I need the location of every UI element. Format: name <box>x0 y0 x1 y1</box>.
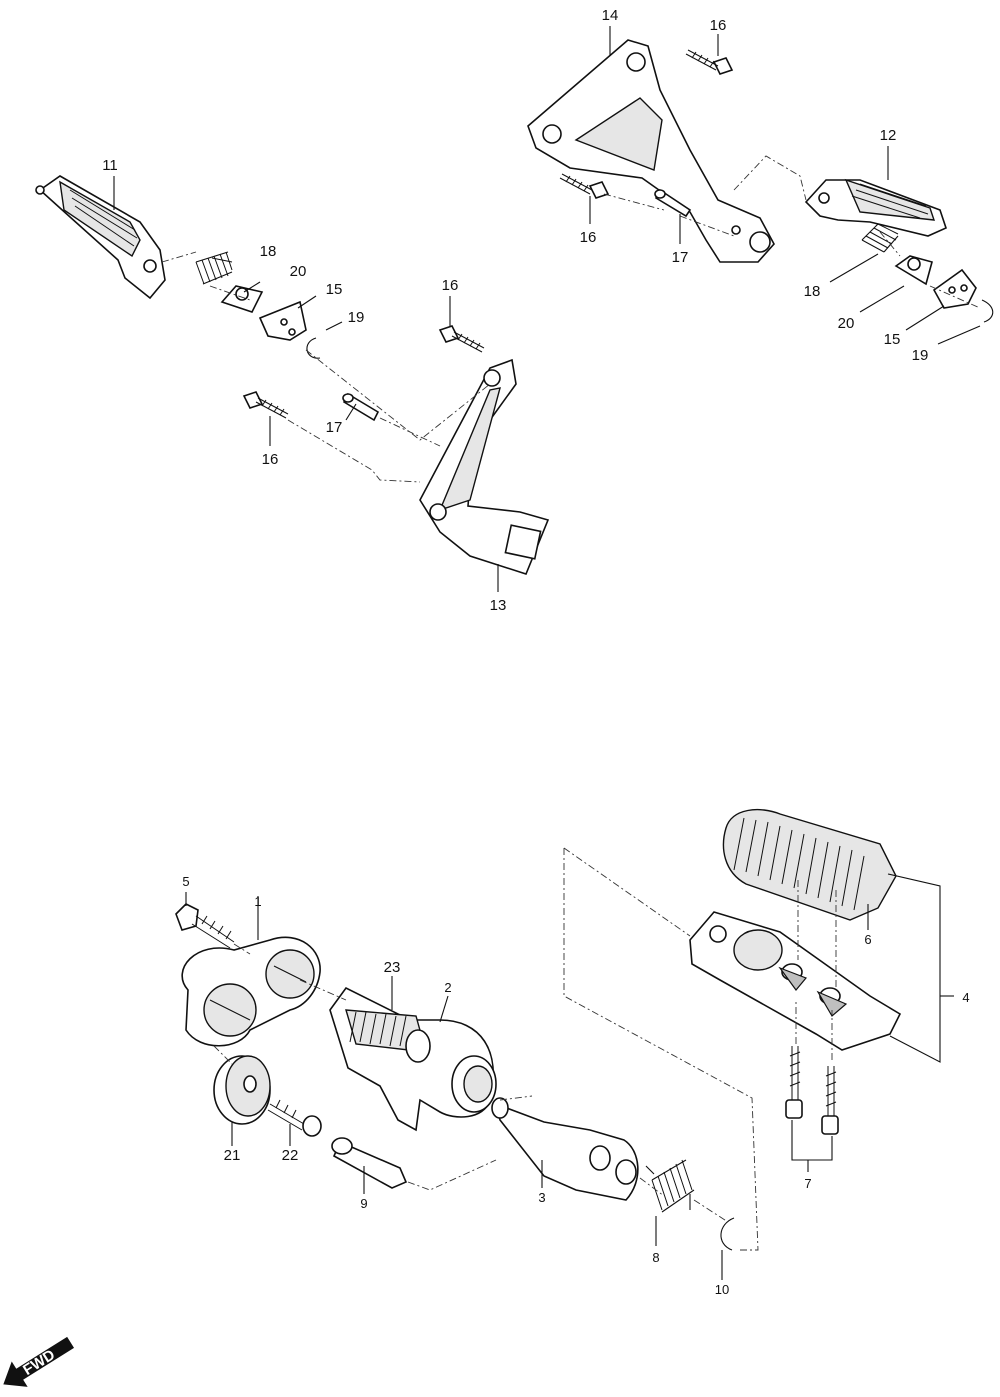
callout-9: 9 <box>360 1196 367 1211</box>
bolt-16-b[interactable] <box>242 391 289 419</box>
detent-ball-20-right[interactable] <box>894 255 933 286</box>
callout-19: 19 <box>912 347 929 364</box>
callout-22: 22 <box>282 1147 299 1164</box>
callout-23: 23 <box>384 959 401 976</box>
callout-16: 16 <box>580 229 597 246</box>
spacer-21[interactable] <box>213 1055 271 1125</box>
callout-16: 16 <box>710 17 727 34</box>
pin-17-right[interactable] <box>654 188 692 218</box>
plate-15-left[interactable] <box>258 300 307 341</box>
callout-16: 16 <box>262 451 279 468</box>
callout-17: 17 <box>672 249 689 266</box>
bolt-16-d[interactable] <box>559 173 610 199</box>
detent-ball-20-left[interactable] <box>220 285 264 313</box>
e-clip-10[interactable] <box>720 1217 735 1251</box>
torsion-spring-8[interactable] <box>645 1159 695 1213</box>
pin-9[interactable] <box>331 1137 408 1189</box>
callout-20: 20 <box>290 263 307 280</box>
callout-19: 19 <box>348 309 365 326</box>
callout-7: 7 <box>804 1176 811 1191</box>
footrest-body-4[interactable] <box>689 911 902 1051</box>
callout-6: 6 <box>864 932 871 947</box>
bolt-16-a[interactable] <box>438 325 485 353</box>
callout-10: 10 <box>715 1282 729 1297</box>
shaft-3[interactable] <box>491 1097 639 1201</box>
callout-17: 17 <box>326 419 343 436</box>
pin-17-left[interactable] <box>342 392 380 422</box>
plate-15-right[interactable] <box>932 268 977 309</box>
bolt-5[interactable] <box>175 903 235 949</box>
fwd-arrow-icon: FWD <box>3 1336 75 1387</box>
bolts-7[interactable] <box>785 1046 839 1135</box>
callout-8: 8 <box>652 1250 659 1265</box>
callout-2: 2 <box>444 980 451 995</box>
callout-18: 18 <box>804 283 821 300</box>
spring-18-right[interactable] <box>861 223 899 253</box>
callout-1: 1 <box>254 894 261 909</box>
callout-11: 11 <box>102 157 118 174</box>
callout-12: 12 <box>880 127 897 144</box>
callout-14: 14 <box>602 7 619 24</box>
callout-4: 4 <box>962 990 969 1005</box>
callout-16: 16 <box>442 277 459 294</box>
callout-18: 18 <box>260 243 277 260</box>
callout-20: 20 <box>838 315 855 332</box>
bracket-13[interactable] <box>419 358 550 575</box>
callout-13: 13 <box>490 597 507 614</box>
callout-15: 15 <box>884 331 901 348</box>
callout-21: 21 <box>224 1147 241 1164</box>
spring-18-left[interactable] <box>195 251 233 285</box>
footrest-peg-right[interactable] <box>804 178 947 237</box>
bolt-22[interactable] <box>267 1099 322 1137</box>
rubber-6[interactable] <box>722 808 897 921</box>
bracket-14[interactable] <box>527 39 775 263</box>
bracket-1[interactable] <box>181 936 321 1047</box>
rubber-pad-23[interactable] <box>345 1009 431 1063</box>
footrest-peg-left[interactable] <box>35 175 166 300</box>
callout-3: 3 <box>538 1190 545 1205</box>
callout-15: 15 <box>326 281 343 298</box>
callout-5: 5 <box>182 874 189 889</box>
bolt-16-c[interactable] <box>685 49 734 75</box>
e-clip-19-left[interactable] <box>306 337 321 359</box>
e-clip-19-right[interactable] <box>981 299 994 323</box>
